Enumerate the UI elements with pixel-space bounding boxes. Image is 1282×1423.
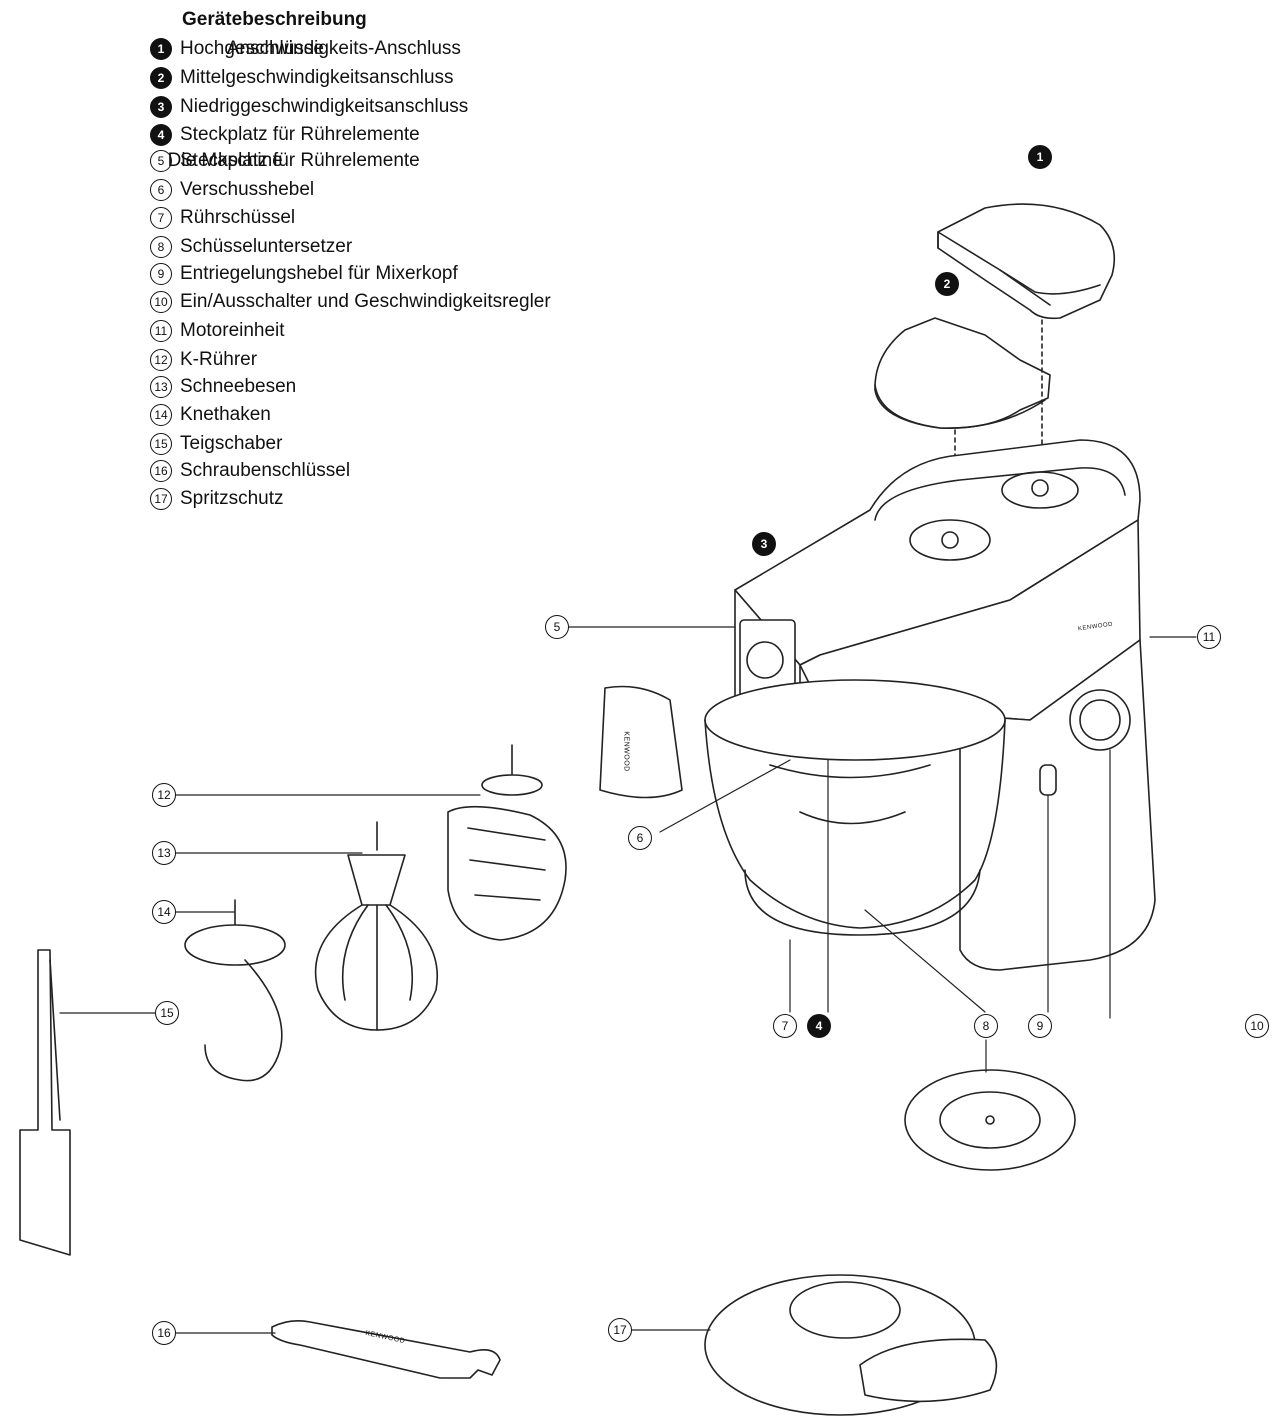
callout-2: 2 [935, 272, 959, 296]
spatula-illustration [19, 949, 71, 1256]
legend-item-10: 10 Ein/Ausschalter und Geschwindigkeitsr… [150, 289, 551, 315]
callout-13: 13 [152, 841, 176, 865]
legend-number: 3 [150, 96, 172, 118]
splash-guard-small-illustration [599, 685, 683, 799]
callout-10: 10 [1245, 1014, 1269, 1038]
dough-hook-illustration [184, 899, 286, 1082]
motor-unit-illustration [959, 639, 1156, 971]
legend-text: Entriegelungshebel für Mixerkopf [180, 263, 458, 284]
legend-item-7: 7 Rührschüssel [150, 205, 295, 231]
legend-text: Steckplatz für Rührelemente [180, 124, 420, 145]
legend-text: Teigschaber [180, 433, 283, 454]
legend-text: Ein/Ausschalter und Geschwindigkeitsregl… [180, 291, 551, 312]
legend-item-9: 9 Entriegelungshebel für Mixerkopf [150, 261, 458, 287]
legend-item-13: 13 Schneebesen [150, 374, 296, 400]
brand-label-guard: KENWOOD [622, 731, 630, 772]
legend-item-17: 17 Spritzschutz [150, 486, 283, 512]
callout-15: 15 [155, 1001, 179, 1025]
legend-number: 11 [150, 320, 172, 342]
group-label-machine: Die Maschine [167, 150, 283, 171]
legend-item-11: 11 Motoreinheit [150, 318, 285, 344]
legend-number: 5 [150, 150, 172, 172]
legend-text: Knethaken [180, 404, 271, 425]
legend-text: Niedriggeschwindigkeitsanschluss [180, 96, 469, 117]
callout-11: 11 [1197, 625, 1221, 649]
callout-1: 1 [1028, 145, 1052, 169]
legend-number: 14 [150, 404, 172, 426]
legend-item-12: 12 K-Rührer [150, 347, 257, 373]
legend-text: Schüsseluntersetzer [180, 236, 353, 257]
splash-guard-illustration [704, 1274, 998, 1416]
legend-number: 1 [150, 38, 172, 60]
legend-number: 16 [150, 460, 172, 482]
legend-number: 9 [150, 263, 172, 285]
callout-6: 6 [628, 826, 652, 850]
legend-item-1: Anschlüsse 1 Hochgeschwindigkeits-Anschl… [150, 36, 461, 62]
legend-text: Schneebesen [180, 376, 297, 397]
callout-12: 12 [152, 783, 176, 807]
callout-8: 8 [974, 1014, 998, 1038]
legend-text: Rührschüssel [180, 207, 296, 228]
legend-text: Verschusshebel [180, 179, 315, 200]
legend-number: 13 [150, 376, 172, 398]
wrench-illustration [271, 1320, 501, 1379]
callout-4: 4 [807, 1014, 831, 1038]
legend-item-14: 14 Knethaken [150, 402, 271, 428]
legend-text: Steckplatz für Rührelemente [180, 150, 420, 171]
high-speed-cover-illustration [937, 203, 1116, 320]
k-beater-illustration [447, 744, 567, 941]
callout-17: 17 [608, 1318, 632, 1342]
leader-lines [59, 626, 1197, 1334]
legend-number: 4 [150, 124, 172, 146]
bowl-base-illustration [904, 1069, 1076, 1171]
mixer-head-illustration [734, 439, 1141, 721]
group-label-attachments: Anschlüsse [226, 38, 324, 59]
callout-16: 16 [152, 1321, 176, 1345]
callout-3: 3 [752, 532, 776, 556]
legend-text: Spritzschutz [180, 488, 284, 509]
legend-number: 7 [150, 207, 172, 229]
legend-text: Motoreinheit [180, 320, 285, 341]
legend-number: 17 [150, 488, 172, 510]
legend-item-4: 4 Steckplatz für Rührelemente [150, 122, 420, 148]
legend-item-8: 8 Schüsseluntersetzer [150, 234, 352, 260]
legend-item-5: Die Maschine 5 Steckplatz für Rührelemen… [150, 148, 420, 174]
callout-9: 9 [1028, 1014, 1052, 1038]
callout-5: 5 [545, 615, 569, 639]
legend-number: 12 [150, 349, 172, 371]
legend-item-16: 16 Schraubenschlüssel [150, 458, 350, 484]
page-title: Gerätebeschreibung [182, 9, 367, 30]
legend-number: 6 [150, 179, 172, 201]
legend-text: K-Rührer [180, 349, 258, 370]
legend-text: Schraubenschlüssel [180, 460, 351, 481]
legend-text: Mittelgeschwindigkeitsanschluss [180, 67, 454, 88]
legend-item-15: 15 Teigschaber [150, 431, 282, 457]
callout-14: 14 [152, 900, 176, 924]
legend-item-3: 3 Niedriggeschwindigkeitsanschluss [150, 94, 468, 120]
legend-number: 10 [150, 291, 172, 313]
mixing-bowl-illustration [704, 679, 1006, 936]
whisk-illustration [314, 821, 438, 1031]
callout-7: 7 [773, 1014, 797, 1038]
medium-speed-cover-illustration [874, 317, 1051, 429]
legend-number: 8 [150, 236, 172, 258]
legend-item-2: 2 Mittelgeschwindigkeitsanschluss [150, 65, 454, 91]
legend-text: Hochgeschwindigkeits-Anschluss [180, 38, 461, 59]
legend-number: 2 [150, 67, 172, 89]
legend-number: 15 [150, 433, 172, 455]
legend-item-6: 6 Verschusshebel [150, 177, 314, 203]
